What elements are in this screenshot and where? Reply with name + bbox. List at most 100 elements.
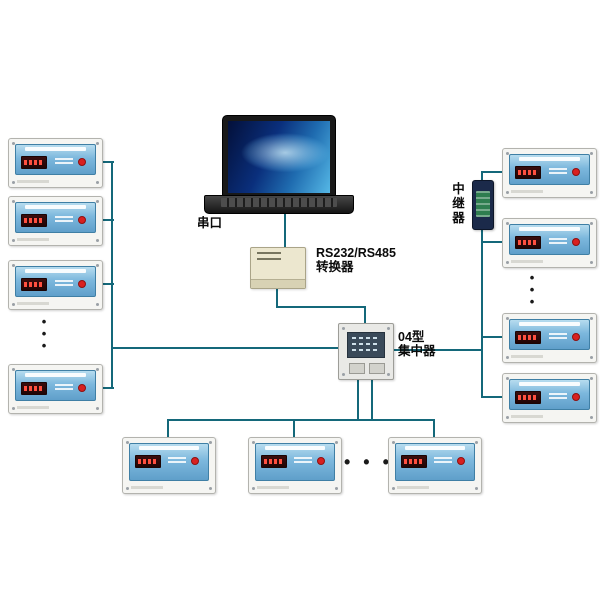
device-label-lines	[434, 457, 452, 465]
device-red-button	[572, 168, 580, 176]
device-red-button	[78, 158, 86, 166]
converter-text-line	[257, 252, 281, 254]
connector-line	[100, 161, 503, 438]
device-front-panel	[129, 443, 209, 481]
device-front-panel	[15, 370, 96, 401]
device-title-strip	[25, 205, 86, 209]
device-label-lines	[55, 216, 73, 224]
device-footer-label	[511, 355, 543, 358]
concentrator-label-line2: 集中器	[398, 344, 436, 358]
device-front-panel	[15, 266, 96, 297]
device-led-display	[21, 278, 47, 291]
concentrator-display-row	[352, 349, 380, 351]
device-led-display	[515, 391, 541, 404]
device-red-button	[191, 457, 199, 465]
device-label-lines	[168, 457, 186, 465]
device-led-display	[515, 166, 541, 179]
controller-device-bottom-1	[122, 437, 216, 494]
device-title-strip	[519, 227, 580, 231]
device-title-strip	[25, 269, 86, 273]
device-title-strip	[519, 157, 580, 161]
device-front-panel	[15, 202, 96, 233]
device-red-button	[457, 457, 465, 465]
device-led-display	[401, 455, 427, 468]
device-red-button	[572, 333, 580, 341]
device-red-button	[78, 280, 86, 288]
device-red-button	[572, 393, 580, 401]
laptop-screen	[222, 115, 336, 198]
controller-device-right-2	[502, 218, 597, 268]
device-footer-label	[17, 302, 49, 305]
device-title-strip	[519, 322, 580, 326]
device-led-display	[515, 331, 541, 344]
device-label-lines	[55, 158, 73, 166]
device-label-lines	[55, 280, 73, 288]
device-red-button	[317, 457, 325, 465]
device-front-panel	[509, 154, 590, 185]
device-title-strip	[405, 446, 465, 450]
concentrator-label-line1: 04型	[398, 330, 425, 344]
device-title-strip	[519, 382, 580, 386]
device-led-display	[515, 236, 541, 249]
repeater-unit	[472, 180, 494, 230]
device-footer-label	[511, 260, 543, 263]
concentrator-display-row	[352, 337, 380, 339]
serial-port-label: 串口	[197, 216, 223, 230]
device-footer-label	[131, 486, 163, 489]
device-title-strip	[265, 446, 325, 450]
concentrator-terminal	[369, 363, 385, 374]
controller-device-left-3	[8, 260, 103, 310]
device-front-panel	[15, 144, 96, 175]
device-front-panel	[509, 319, 590, 350]
device-footer-label	[511, 190, 543, 193]
device-footer-label	[257, 486, 289, 489]
device-red-button	[78, 384, 86, 392]
device-label-lines	[549, 333, 567, 341]
controller-device-right-1	[502, 148, 597, 198]
device-led-display	[21, 382, 47, 395]
device-front-panel	[509, 379, 590, 410]
right-column-more-indicator: • • •	[529, 270, 535, 309]
converter-port-strip	[251, 279, 305, 288]
converter-label-line2: 转换器	[316, 260, 354, 274]
device-label-lines	[549, 238, 567, 246]
controller-device-right-4	[502, 373, 597, 423]
laptop-keyboard-base	[204, 195, 354, 214]
repeater-label: 中继器	[450, 182, 464, 226]
controller-device-left-1	[8, 138, 103, 188]
concentrator-terminal	[349, 363, 365, 374]
device-led-display	[135, 455, 161, 468]
controller-device-right-3	[502, 313, 597, 363]
device-led-display	[21, 156, 47, 169]
device-led-display	[21, 214, 47, 227]
rs232-rs485-converter	[250, 247, 306, 289]
converter-label-line1: RS232/RS485	[316, 246, 396, 260]
converter-text-line	[257, 258, 281, 260]
device-front-panel	[509, 224, 590, 255]
device-label-lines	[55, 384, 73, 392]
bottom-row-more-indicator: • • •	[344, 452, 393, 472]
device-title-strip	[139, 446, 199, 450]
device-title-strip	[25, 373, 86, 377]
repeater-circuit-board	[476, 191, 490, 217]
device-led-display	[261, 455, 287, 468]
concentrator-display-row	[352, 343, 380, 345]
device-front-panel	[255, 443, 335, 481]
left-column-more-indicator: • • •	[41, 314, 47, 353]
device-red-button	[572, 238, 580, 246]
controller-device-left-2	[8, 196, 103, 246]
laptop-wallpaper	[228, 121, 330, 193]
device-label-lines	[294, 457, 312, 465]
device-footer-label	[17, 238, 49, 241]
concentrator-unit	[338, 323, 394, 380]
device-front-panel	[395, 443, 475, 481]
device-label-lines	[549, 168, 567, 176]
concentrator-display	[347, 332, 385, 358]
device-title-strip	[25, 147, 86, 151]
device-footer-label	[397, 486, 429, 489]
controller-device-bottom-2	[248, 437, 342, 494]
device-label-lines	[549, 393, 567, 401]
controller-device-bottom-3	[388, 437, 482, 494]
laptop-keyboard-keys	[221, 198, 337, 207]
